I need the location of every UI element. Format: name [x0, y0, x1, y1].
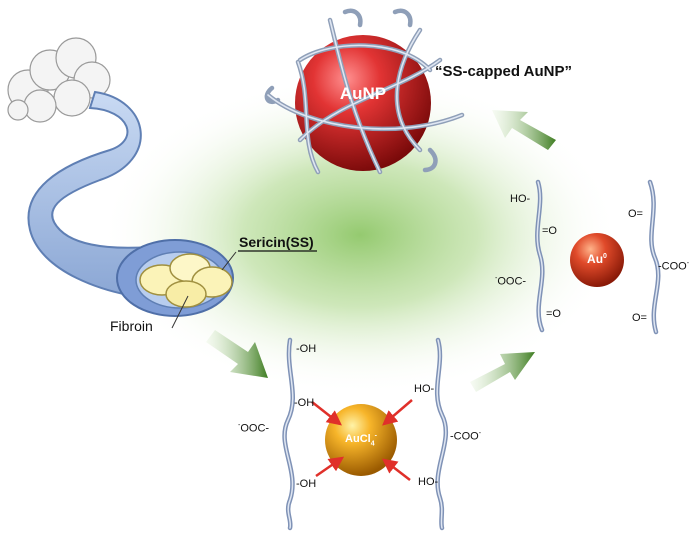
aucl4-base: AuCl — [345, 433, 371, 446]
group-eq-o-2: =O — [546, 308, 561, 320]
aucl4-sub: 4 — [370, 440, 375, 448]
sericin-callout — [221, 251, 237, 271]
process-arrow-2 — [470, 352, 535, 392]
group-eq-o-1: =O — [542, 225, 557, 237]
group-o-eq-2: O= — [632, 312, 647, 324]
group-ooc-left: -OOC- — [238, 422, 269, 435]
group-ooc-left-sup: - — [238, 422, 241, 429]
group-ho-bottom: HO- — [418, 476, 439, 488]
fibroin-label: Fibroin — [110, 318, 153, 334]
ss-capped-aunp-label: “SS-capped AuNP” — [435, 63, 572, 80]
group-ooc-upper-text: OOC- — [497, 275, 527, 288]
au0-label: Au0 — [587, 252, 607, 266]
group-ooc-upper-sup: - — [495, 275, 498, 282]
group-coo-right: -COO- — [450, 430, 481, 443]
process-arrow-1 — [206, 330, 268, 378]
process-arrow-3 — [492, 110, 556, 150]
group-coo-far-sup: - — [686, 260, 690, 267]
group-ooc-left-text: OOC- — [240, 422, 270, 435]
group-ho-mid: HO- — [414, 383, 435, 395]
group-ooc-upper: -OOC- — [495, 275, 526, 288]
sericin-label: Sericin(SS) — [239, 234, 314, 250]
group-coo-far-text: -COO — [658, 260, 687, 273]
au0-sup: 0 — [603, 253, 607, 260]
au0-base: Au — [587, 252, 604, 266]
green-glow — [100, 75, 620, 395]
group-coo-far: -COO- — [658, 260, 689, 273]
aucl4-sup: - — [374, 432, 377, 440]
fibroin-callout — [171, 295, 189, 329]
binding-arrows — [311, 399, 413, 481]
au0-atom — [570, 233, 624, 287]
group-oh-bottom: -OH — [296, 478, 317, 490]
group-oh-mid: -OH — [294, 397, 315, 409]
aunp-label: AuNP — [339, 84, 387, 103]
group-ho-upper: HO- — [510, 193, 531, 205]
group-o-eq-1: O= — [628, 208, 643, 220]
aucl4-label: AuCl4- — [345, 433, 377, 448]
group-oh-top: -OH — [296, 343, 317, 355]
group-coo-right-text: -COO — [450, 430, 479, 443]
cocoon-cloud-icon — [7, 37, 111, 123]
group-coo-right-sup: - — [478, 430, 482, 437]
aunp-sphere — [264, 8, 465, 175]
silk-fiber-icon — [27, 90, 234, 317]
